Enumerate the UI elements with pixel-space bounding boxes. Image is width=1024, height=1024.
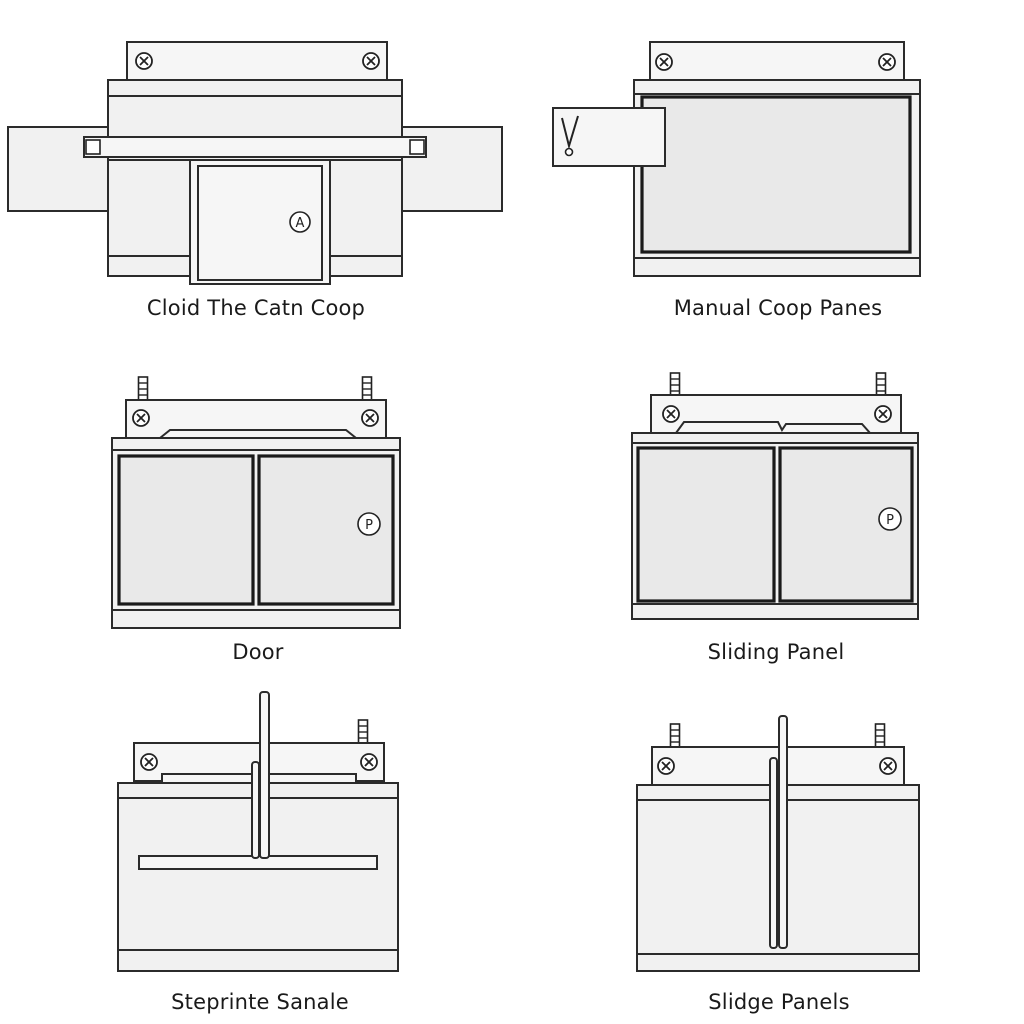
figure-caption: Cloid The Catn Coop: [146, 296, 366, 320]
panel-marker-label: P: [886, 513, 894, 528]
marker-circle: [878, 507, 902, 531]
top-bracket: [126, 41, 388, 81]
threaded-rod-icon: [874, 723, 886, 749]
figure-5-drawing: [117, 691, 399, 972]
figure-6-drawing: [636, 715, 920, 972]
threaded-rod-icon: [357, 719, 369, 745]
figure-caption: Steprinte Sanale: [171, 990, 349, 1014]
top-bracket: [649, 41, 905, 81]
bolt-icon: [362, 52, 380, 70]
bolt-icon: [135, 52, 153, 70]
vertical-slide-rod: [259, 691, 270, 859]
left-door-panel: [117, 454, 255, 606]
bolt-icon: [132, 409, 150, 427]
figure-caption: Manual Coop Panes: [673, 296, 883, 320]
threaded-rod-icon: [875, 372, 887, 398]
marker-circle: [357, 512, 381, 536]
door-marker-label: A: [296, 216, 305, 231]
right-door-panel: [257, 454, 395, 606]
bolt-icon: [361, 409, 379, 427]
figure-caption: Sliding Panel: [707, 640, 845, 664]
slide-track: [674, 421, 873, 434]
figure-3-drawing: P: [111, 376, 401, 629]
slide-rail: [83, 136, 427, 158]
bolt-icon: [879, 757, 897, 775]
marker-circle: [289, 211, 311, 233]
bolt-icon: [140, 753, 158, 771]
left-sliding-panel: [636, 446, 776, 603]
manual-lever-box: [552, 107, 666, 167]
bolt-icon: [655, 53, 673, 71]
bolt-icon: [662, 405, 680, 423]
vertical-slide-rod: [769, 757, 778, 949]
vertical-slide-rod: [251, 761, 260, 859]
threaded-rod-icon: [669, 723, 681, 749]
figure-4-drawing: P: [631, 372, 919, 620]
bolt-icon: [657, 757, 675, 775]
figure-caption: Door: [232, 640, 284, 664]
coop-panel: [640, 95, 912, 254]
right-sliding-panel: [778, 446, 914, 603]
figure-1-drawing: A: [7, 41, 503, 285]
bolt-icon: [360, 753, 378, 771]
threaded-rod-icon: [361, 376, 373, 402]
bolt-icon: [874, 405, 892, 423]
lever-icon: [561, 115, 579, 150]
figure-caption: Slidge Panels: [708, 990, 850, 1014]
figure-2-drawing: [552, 41, 921, 277]
threaded-rod-icon: [669, 372, 681, 398]
door-marker-label: P: [365, 518, 373, 533]
bolt-icon: [878, 53, 896, 71]
vertical-slide-rod: [778, 715, 788, 949]
threaded-rod-icon: [137, 376, 149, 402]
